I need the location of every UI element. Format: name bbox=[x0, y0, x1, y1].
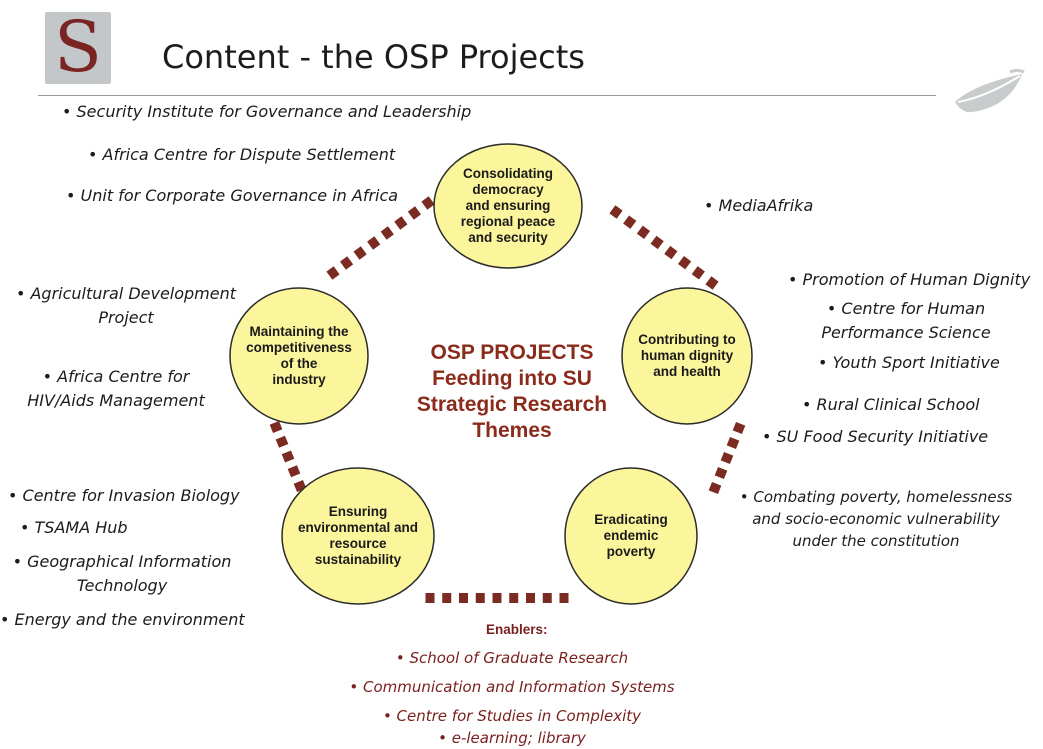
theme-circle-dignity bbox=[621, 287, 753, 425]
connector-dash bbox=[407, 206, 422, 220]
theme-label-environment: Ensuring environmental and resource sust… bbox=[297, 504, 419, 567]
connector-dash bbox=[394, 216, 408, 230]
theme-label-democracy: Consolidating democracy and ensuring reg… bbox=[460, 166, 556, 245]
connector-dash bbox=[339, 256, 354, 270]
project-item: • Promotion of Human Dignity bbox=[788, 270, 1031, 289]
project-item: • Combating poverty, homelessness and so… bbox=[739, 488, 1013, 550]
center-heading: OSP PROJECTS Feeding into SU Strategic R… bbox=[416, 341, 608, 442]
connector-dash bbox=[281, 450, 295, 463]
project-item: • Centre for Human Performance Science bbox=[821, 299, 991, 342]
theme-circle-environment bbox=[281, 467, 435, 605]
connector-dash bbox=[720, 451, 734, 465]
connector-dash bbox=[623, 215, 637, 229]
enabler-item: • e-learning; library bbox=[438, 729, 586, 747]
project-item: • Energy and the environment bbox=[0, 610, 245, 629]
connector-dash bbox=[691, 266, 705, 280]
connector-dash bbox=[726, 436, 740, 450]
project-item: • Agricultural Development Project bbox=[15, 284, 237, 327]
project-item: • TSAMA Hub bbox=[20, 518, 128, 537]
connector-dash bbox=[425, 593, 435, 603]
connector-dash bbox=[492, 593, 502, 603]
leaf-emblem-icon bbox=[955, 69, 1025, 113]
theme-circles bbox=[229, 143, 753, 605]
connector-dash bbox=[714, 466, 728, 480]
connector-dash bbox=[677, 256, 692, 270]
enabler-item: • Communication and Information Systems bbox=[349, 678, 675, 696]
connector-dash bbox=[732, 421, 746, 435]
connector-dash bbox=[509, 593, 519, 603]
project-item: • Unit for Corporate Governance in Afric… bbox=[66, 186, 399, 205]
connector-dash bbox=[559, 593, 569, 603]
theme-label-poverty: Eradicating endemic poverty bbox=[594, 512, 668, 559]
project-item: • MediaAfrika bbox=[704, 196, 814, 215]
connector-dash bbox=[367, 236, 381, 250]
enabler-item: • School of Graduate Research bbox=[395, 649, 629, 667]
enabler-item: • Centre for Studies in Complexity bbox=[382, 707, 642, 725]
university-logo: S bbox=[45, 12, 111, 84]
connector-dash bbox=[269, 420, 283, 434]
connector-dash bbox=[459, 593, 468, 603]
connector-dash bbox=[664, 245, 678, 260]
project-item: • Africa Centre for HIV/Aids Management bbox=[27, 367, 205, 410]
logo-letter: S bbox=[54, 12, 102, 84]
connector-dash bbox=[287, 465, 301, 478]
theme-circle-poverty bbox=[564, 467, 698, 605]
project-item: • Youth Sport Initiative bbox=[818, 353, 1000, 372]
project-item: • Geographical Information Technology bbox=[12, 552, 232, 595]
connector-dash bbox=[609, 205, 623, 219]
project-item: • Security Institute for Governance and … bbox=[62, 102, 472, 121]
theme-label-dignity: Contributing to human dignity and health bbox=[638, 332, 736, 379]
connector-dash bbox=[636, 225, 651, 239]
connector-dash bbox=[526, 593, 535, 603]
connector-dash bbox=[650, 235, 664, 250]
connector-dash bbox=[353, 246, 367, 260]
theme-circle-democracy bbox=[433, 143, 583, 269]
connector-dash bbox=[475, 593, 485, 603]
connector-dashes bbox=[269, 196, 746, 603]
page-title: Content - the OSP Projects bbox=[162, 38, 585, 76]
theme-label-industry: Maintaining the competitiveness of the i… bbox=[246, 324, 352, 387]
connector-dash bbox=[380, 226, 394, 240]
connector-dash bbox=[326, 266, 340, 280]
project-item: • Africa Centre for Dispute Settlement bbox=[88, 145, 396, 164]
title-divider bbox=[38, 95, 936, 96]
connector-dash bbox=[542, 593, 552, 603]
theme-circle-industry bbox=[229, 287, 369, 425]
project-item: • SU Food Security Initiative bbox=[762, 427, 989, 446]
connector-dash bbox=[275, 435, 289, 448]
connector-dash bbox=[421, 196, 435, 210]
enablers-heading: Enablers: bbox=[486, 622, 548, 637]
connector-dash bbox=[442, 593, 452, 603]
connector-dash bbox=[708, 481, 722, 495]
project-item: • Rural Clinical School bbox=[802, 395, 980, 414]
connector-dash bbox=[705, 276, 719, 290]
project-item: • Centre for Invasion Biology bbox=[8, 486, 240, 505]
